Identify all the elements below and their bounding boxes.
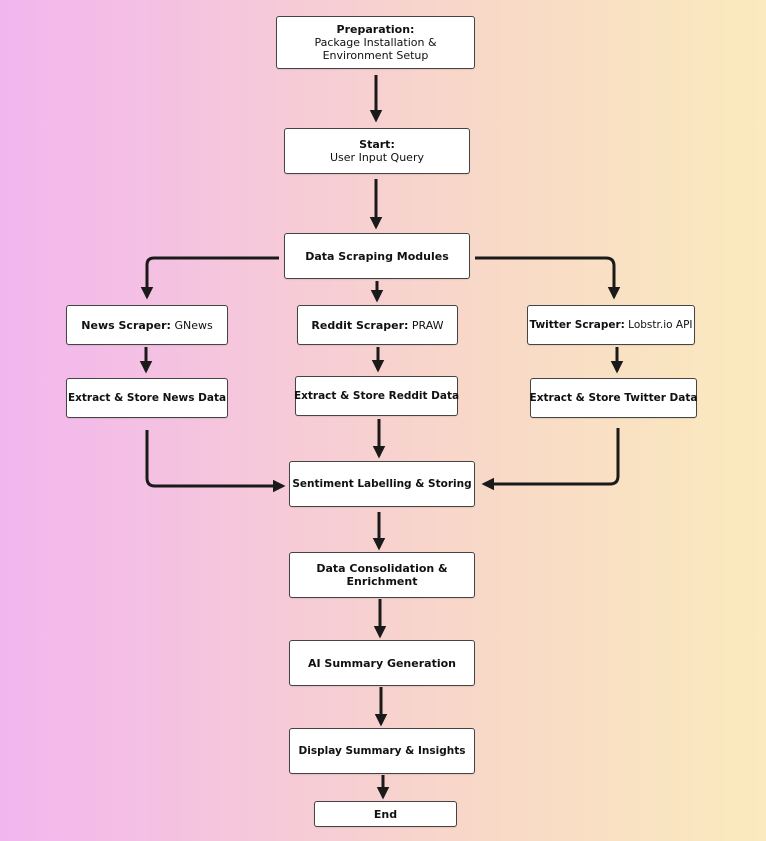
- extract-reddit-box: Extract & Store Reddit Data: [293, 376, 460, 416]
- sentiment-box: Sentiment Labelling & Storing: [289, 461, 475, 507]
- arrow-scraping-to-news: [140, 256, 279, 300]
- start-line1: User Input Query: [330, 151, 424, 164]
- arrow-extract-twitter-to-sentiment: [481, 428, 620, 491]
- display-title: Display Summary & Insights: [298, 744, 466, 757]
- preparation-title: Preparation:: [336, 23, 415, 36]
- preparation-line2: Environment Setup: [322, 49, 429, 62]
- end-title: End: [373, 807, 398, 821]
- news-scraper-title: News Scraper:: [81, 318, 171, 332]
- twitter-scraper-box: Twitter Scraper: Lobstr.io API: [527, 305, 695, 345]
- extract-twitter-box: Extract & Store Twitter Data: [530, 378, 697, 418]
- twitter-scraper-title: Twitter Scraper:: [529, 318, 625, 331]
- news-scraper-box: News Scraper: GNews: [66, 305, 228, 345]
- extract-news-box: Extract & Store News Data: [66, 378, 228, 418]
- twitter-scraper-detail: Lobstr.io API: [624, 318, 693, 331]
- news-scraper-detail: GNews: [170, 318, 213, 332]
- reddit-scraper-box: Reddit Scraper: PRAW: [297, 305, 458, 345]
- reddit-scraper-title: Reddit Scraper:: [311, 318, 409, 332]
- extract-twitter-title: Extract & Store Twitter Data: [529, 391, 698, 404]
- display-box: Display Summary & Insights: [289, 728, 475, 774]
- consolidation-line2: Enrichment: [346, 575, 418, 588]
- consolidation-box: Data Consolidation & Enrichment: [289, 552, 475, 598]
- reddit-scraper-detail: PRAW: [408, 318, 444, 332]
- arrow-extract-news-to-sentiment: [145, 430, 286, 493]
- consolidation-line1: Data Consolidation &: [316, 562, 448, 575]
- end-box: End: [314, 801, 457, 827]
- start-title: Start:: [359, 138, 395, 151]
- preparation-box: Preparation: Package Installation & Envi…: [276, 16, 475, 69]
- scraping-modules-title: Data Scraping Modules: [305, 249, 449, 263]
- start-box: Start: User Input Query: [284, 128, 470, 174]
- preparation-line1: Package Installation &: [314, 36, 437, 49]
- arrow-scraping-to-twitter: [475, 256, 621, 300]
- sentiment-title: Sentiment Labelling & Storing: [292, 477, 472, 490]
- scraping-modules-box: Data Scraping Modules: [284, 233, 470, 279]
- extract-news-title: Extract & Store News Data: [67, 391, 227, 404]
- extract-reddit-title: Extract & Store Reddit Data: [293, 389, 460, 402]
- ai-summary-box: AI Summary Generation: [289, 640, 475, 686]
- ai-summary-title: AI Summary Generation: [307, 656, 456, 670]
